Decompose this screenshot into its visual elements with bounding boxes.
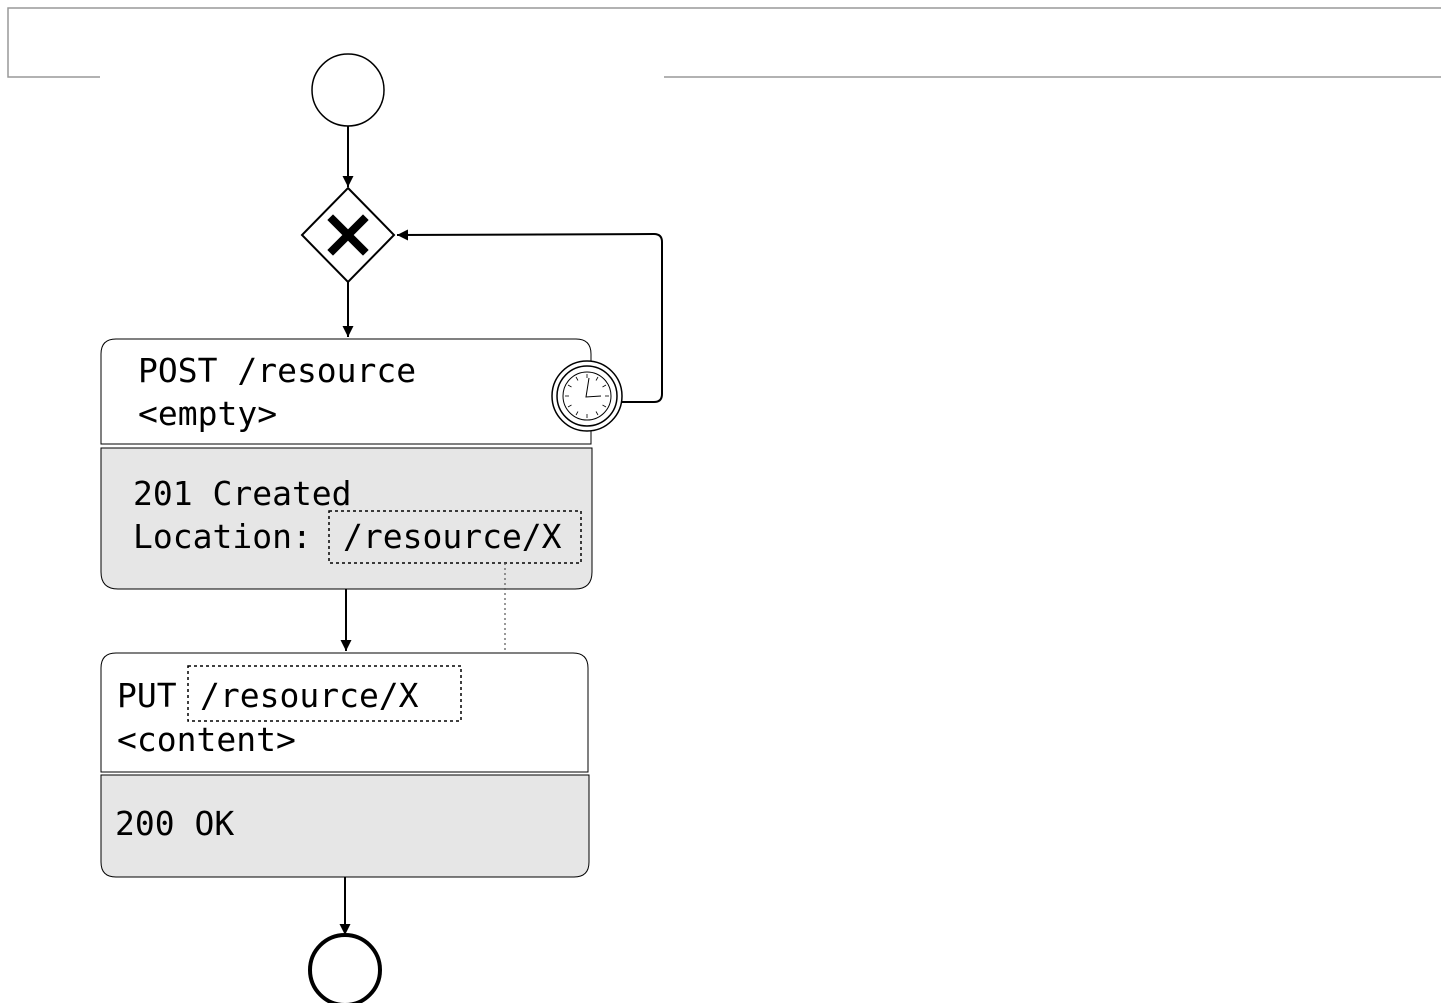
put-request-body: <content> [117, 720, 296, 759]
start-event-icon[interactable] [311, 53, 385, 127]
put-response-box: 200 OK [100, 774, 590, 878]
post-response-location: /resource/X [343, 517, 562, 556]
post-response-box: 201 Created Location: /resource/X [100, 447, 593, 590]
put-request-uri: /resource/X [200, 676, 419, 715]
post-request-body: <empty> [138, 394, 277, 433]
put-uri-highlight [187, 665, 462, 722]
exclusive-gateway-icon[interactable] [300, 186, 396, 284]
post-location-highlight [328, 510, 582, 564]
end-event-icon[interactable] [308, 933, 382, 1003]
post-response-location-label: Location: [133, 517, 312, 556]
put-request-task[interactable]: PUT /resource/X <content> [100, 652, 589, 773]
post-response-status: 201 Created [133, 474, 352, 513]
frame-border [7, 7, 1441, 78]
timer-boundary-event-icon[interactable] [551, 360, 623, 432]
put-request-method: PUT [117, 676, 177, 715]
put-response-status: 200 OK [115, 804, 234, 843]
post-request-task[interactable]: POST /resource <empty> [100, 338, 592, 445]
post-request-line: POST /resource [138, 351, 416, 390]
flow-timer-to-gateway [396, 229, 663, 403]
